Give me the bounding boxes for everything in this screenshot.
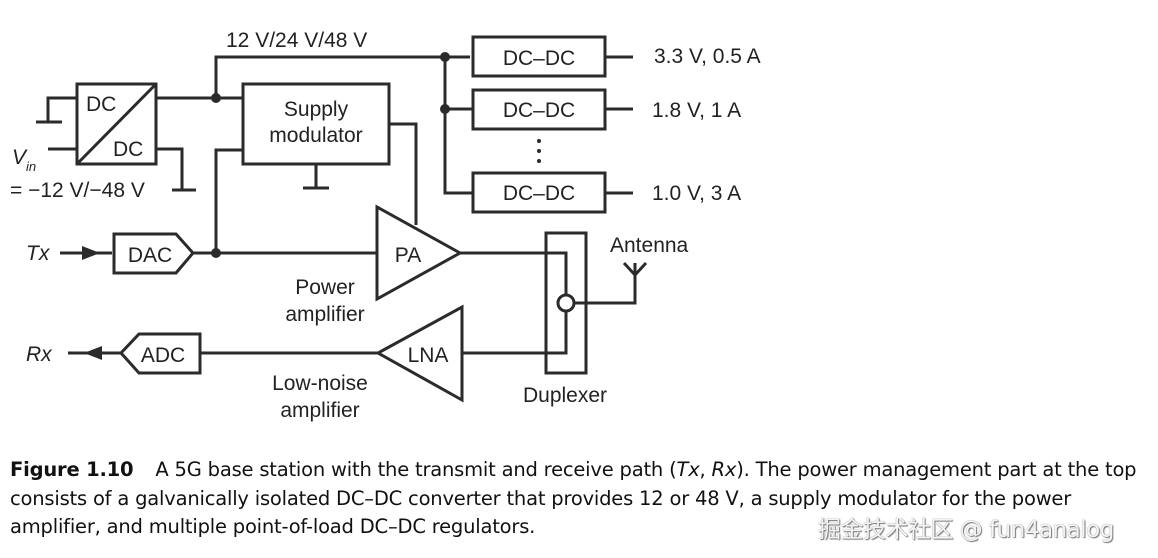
caption-text: ). The power management part at the top … bbox=[10, 458, 1137, 538]
junction-dot bbox=[211, 248, 221, 258]
pa-caption: amplifier bbox=[285, 303, 364, 326]
modulator-to-pa-wire bbox=[389, 122, 418, 225]
ground-symbol-modulator bbox=[303, 164, 329, 190]
duplexer bbox=[544, 231, 588, 375]
caption-rx: Rx bbox=[711, 458, 737, 481]
ground-symbol-output bbox=[156, 147, 196, 192]
supply-modulator: Supply modulator bbox=[241, 82, 391, 166]
svg-text:PA: PA bbox=[395, 244, 421, 267]
pol-output-1: 3.3 V, 0.5 A bbox=[654, 45, 761, 68]
dac-block: DAC bbox=[112, 232, 195, 275]
duplexer-to-lna-wire bbox=[462, 311, 568, 355]
base-station-diagram: DC DC V in = −12 V/−48 V 12 V/24 V/48 V … bbox=[10, 29, 761, 422]
pol-output-3: 1.0 V, 3 A bbox=[652, 182, 741, 205]
svg-text:Supply: Supply bbox=[284, 98, 349, 121]
lna-caption: amplifier bbox=[280, 399, 359, 422]
pa-to-duplexer-wire bbox=[460, 251, 568, 296]
adc-block: ADC bbox=[118, 332, 202, 375]
lna-caption: Low-noise bbox=[272, 372, 368, 395]
ellipsis-dots bbox=[537, 139, 541, 163]
svg-text:DAC: DAC bbox=[128, 244, 172, 267]
antenna-icon bbox=[622, 261, 648, 277]
figure-caption: Figure 1.10 A 5G base station with the tr… bbox=[10, 456, 1150, 542]
bus-wire-top bbox=[214, 55, 470, 98]
svg-text:LNA: LNA bbox=[408, 344, 449, 367]
vin-subscript: in bbox=[26, 159, 36, 174]
figure-number: Figure 1.10 bbox=[10, 458, 134, 481]
bus-voltage-label: 12 V/24 V/48 V bbox=[226, 29, 367, 52]
watermark: 掘金技术社区 @ fun4analog bbox=[818, 517, 1114, 543]
caption-text: A 5G base station with the transmit and … bbox=[155, 458, 677, 481]
vin-value: = −12 V/−48 V bbox=[10, 179, 145, 202]
power-amplifier: PA bbox=[375, 204, 464, 302]
svg-text:modulator: modulator bbox=[269, 124, 362, 147]
pa-caption: Power bbox=[295, 276, 355, 299]
converter-input-label: DC bbox=[86, 93, 116, 116]
svg-text:DC–DC: DC–DC bbox=[503, 99, 575, 122]
arrow-left-icon bbox=[84, 346, 102, 360]
low-noise-amplifier: LNA bbox=[374, 304, 464, 403]
pol-converter-3: DC–DC 1.0 V, 3 A bbox=[471, 171, 741, 214]
pol-converter-1: DC–DC 3.3 V, 0.5 A bbox=[471, 35, 761, 78]
svg-text:ADC: ADC bbox=[141, 344, 185, 367]
antenna-feed-wire bbox=[574, 263, 637, 305]
ground-symbol-input bbox=[36, 96, 77, 124]
converter-output-label: DC bbox=[113, 138, 143, 161]
modulator-input-wire bbox=[214, 148, 243, 254]
svg-text:DC–DC: DC–DC bbox=[503, 182, 575, 205]
antenna-label: Antenna bbox=[610, 234, 689, 257]
rx-label: Rx bbox=[26, 343, 53, 366]
svg-text:DC–DC: DC–DC bbox=[503, 47, 575, 70]
vin-label: V bbox=[12, 146, 28, 169]
caption-tx: Tx bbox=[676, 458, 700, 481]
isolated-dc-dc-converter: DC DC bbox=[75, 82, 158, 166]
pol-output-2: 1.8 V, 1 A bbox=[652, 99, 741, 122]
arrow-right-icon bbox=[82, 246, 100, 260]
tx-label: Tx bbox=[26, 242, 51, 265]
duplexer-label: Duplexer bbox=[523, 384, 607, 407]
pol-bus-wire bbox=[443, 57, 473, 195]
junction-dot bbox=[211, 93, 221, 103]
caption-separator: , bbox=[699, 458, 712, 481]
junction-dot bbox=[440, 52, 450, 62]
pol-converter-2: DC–DC 1.8 V, 1 A bbox=[471, 88, 741, 131]
